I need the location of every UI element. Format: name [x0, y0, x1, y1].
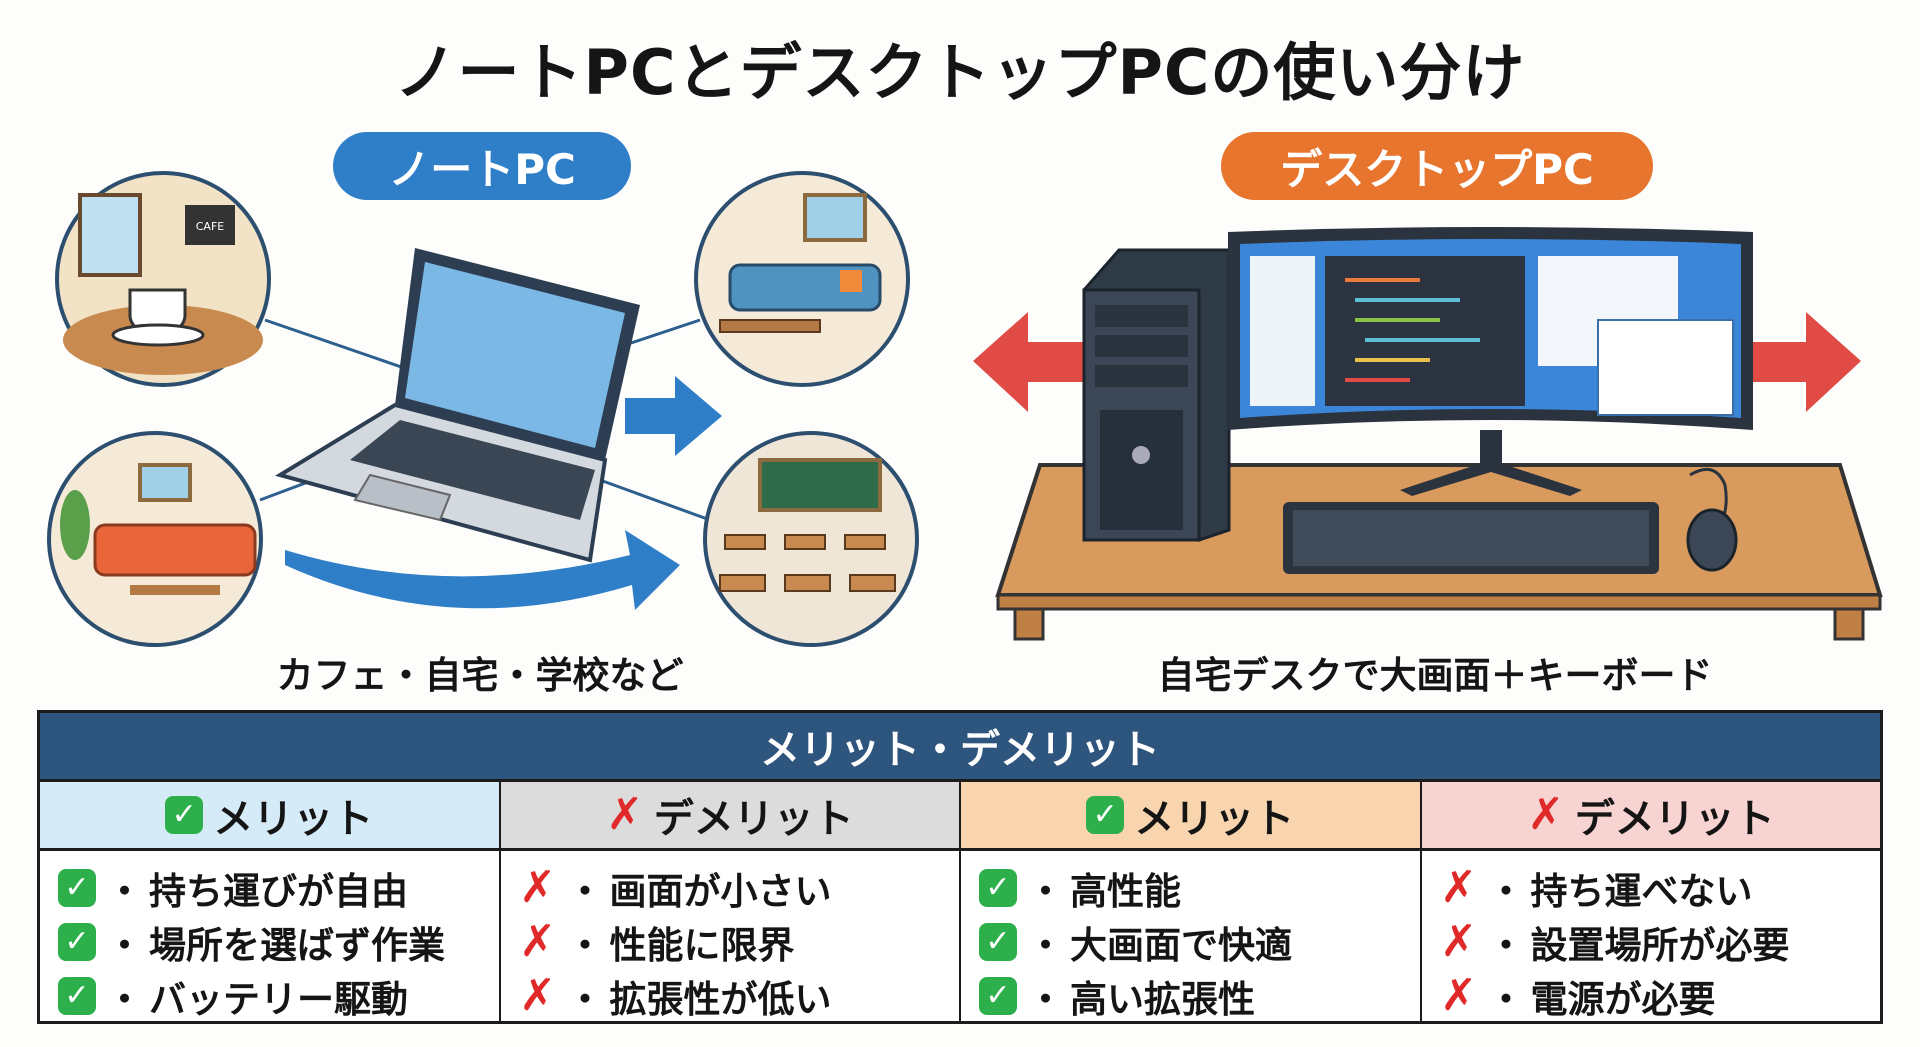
column-header-label: デメリット	[653, 796, 854, 842]
check-icon: ✓	[979, 923, 1017, 961]
pros-cons-table: メリット・デメリット ✓ メリット ✓ ・ 持ち運びが自由 ✓ ・ 場所を選ばず…	[37, 710, 1883, 1024]
cross-icon: ✗	[1440, 862, 1477, 913]
cross-icon: ✗	[519, 862, 556, 913]
list-item-text: 設置場所が必要	[1530, 924, 1790, 967]
cafe-sign: CAFE	[196, 220, 225, 233]
check-icon: ✓	[165, 796, 204, 834]
check-icon: ✓	[979, 977, 1017, 1015]
desktop-merits-header: ✓ メリット	[961, 782, 1420, 851]
desktop-label: デスクトップPC	[1221, 132, 1653, 200]
list-item-text: 大画面で快適	[1070, 924, 1292, 967]
column-header-label: メリット	[213, 796, 374, 842]
list-item: ✓ ・ 高い拡張性	[979, 969, 1420, 1023]
bullet: ・	[106, 978, 143, 1021]
cross-icon: ✗	[519, 916, 556, 967]
list-item-text: 持ち運べない	[1530, 870, 1753, 913]
check-icon: ✓	[979, 869, 1017, 907]
laptop-demerits-header: ✗ デメリット	[500, 782, 959, 851]
movement-arrows-icon	[285, 376, 722, 610]
bullet: ・	[1027, 870, 1064, 913]
laptop-label: ノートPC	[333, 132, 631, 200]
desktop-scene-icon	[973, 227, 1883, 641]
list-item-text: 場所を選ばず作業	[149, 924, 445, 967]
check-icon: ✓	[58, 923, 96, 961]
list-item-text: バッテリー駆動	[149, 978, 408, 1021]
laptop-merits-header: ✓ メリット	[40, 782, 499, 851]
desktop-merits-column: ✓ メリット ✓ ・ 高性能 ✓ ・ 大画面で快適 ✓ ・ 高い拡張性	[961, 782, 1422, 1023]
bullet: ・	[1487, 924, 1525, 967]
cross-icon: ✗	[519, 970, 556, 1021]
bullet: ・	[1487, 870, 1525, 913]
laptop-icon	[274, 248, 640, 563]
living-room-scene-icon	[694, 171, 910, 387]
list-item: ✓ ・ 大画面で快適	[979, 915, 1420, 969]
laptop-merits-column: ✓ メリット ✓ ・ 持ち運びが自由 ✓ ・ 場所を選ばず作業 ✓ ・ バッテリ…	[40, 782, 501, 1023]
cross-icon: ✗	[1527, 789, 1565, 840]
laptop-demerits-column: ✗ デメリット ✗ ・ 画面が小さい ✗ ・ 性能に限界 ✗ ・ 拡張性が低い	[500, 782, 961, 1023]
list-item-text: 拡張性が低い	[609, 978, 832, 1021]
check-icon: ✓	[1086, 796, 1125, 834]
laptop-caption: カフェ・自宅・学校など	[276, 654, 684, 697]
list-item-text: 画面が小さい	[609, 870, 832, 913]
mouse-icon	[1686, 467, 1738, 572]
desktop-caption: 自宅デスクで大画面＋キーボード	[1157, 654, 1713, 697]
bullet: ・	[1027, 924, 1064, 967]
expand-left-arrow-icon	[973, 312, 1088, 412]
list-item: ✗ ・ 電源が必要	[1440, 969, 1881, 1023]
list-item-text: 持ち運びが自由	[149, 870, 408, 913]
illustrations: CAFE	[47, 171, 1883, 647]
check-icon: ✓	[58, 869, 96, 907]
cafe-scene-icon: CAFE	[55, 171, 271, 387]
tower-pc-icon	[1082, 248, 1231, 542]
bullet: ・	[566, 978, 604, 1021]
bullet: ・	[1487, 978, 1525, 1021]
desktop-demerits-column: ✗ デメリット ✗ ・ 持ち運べない ✗ ・ 設置場所が必要 ✗ ・ 電源が必要	[1421, 782, 1881, 1023]
table-heading: メリット・デメリット	[40, 713, 1880, 782]
expand-right-arrow-icon	[1746, 312, 1861, 412]
monitor-icon	[1228, 227, 1753, 496]
list-item: ✗ ・ 設置場所が必要	[1440, 915, 1881, 969]
bullet: ・	[106, 870, 143, 913]
list-item: ✗ ・ 拡張性が低い	[519, 969, 960, 1023]
bullet: ・	[1027, 978, 1064, 1021]
list-item: ✗ ・ 性能に限界	[519, 915, 960, 969]
bullet: ・	[566, 924, 604, 967]
cross-icon: ✗	[1440, 916, 1477, 967]
classroom-scene-icon	[703, 431, 919, 647]
list-item-text: 高性能	[1070, 870, 1181, 913]
desktop-demerits-header: ✗ デメリット	[1421, 782, 1880, 851]
list-item: ✓ ・ 高性能	[979, 861, 1420, 915]
list-item-text: 性能に限界	[609, 924, 795, 967]
home-scene-icon	[47, 431, 263, 647]
page-title: ノートPCとデスクトップPCの使い分け	[394, 36, 1526, 109]
list-item: ✗ ・ 画面が小さい	[519, 861, 960, 915]
cross-icon: ✗	[606, 789, 644, 840]
keyboard-icon	[1283, 502, 1659, 574]
bullet: ・	[106, 924, 143, 967]
list-item: ✓ ・ バッテリー駆動	[58, 969, 499, 1023]
list-item: ✓ ・ 場所を選ばず作業	[58, 915, 499, 969]
cross-icon: ✗	[1440, 970, 1477, 1021]
bullet: ・	[566, 870, 604, 913]
check-icon: ✓	[58, 977, 96, 1015]
list-item-text: 電源が必要	[1530, 978, 1716, 1021]
column-header-label: デメリット	[1574, 796, 1775, 842]
list-item: ✗ ・ 持ち運べない	[1440, 861, 1881, 915]
list-item-text: 高い拡張性	[1070, 978, 1255, 1021]
list-item: ✓ ・ 持ち運びが自由	[58, 861, 499, 915]
column-header-label: メリット	[1134, 796, 1295, 842]
